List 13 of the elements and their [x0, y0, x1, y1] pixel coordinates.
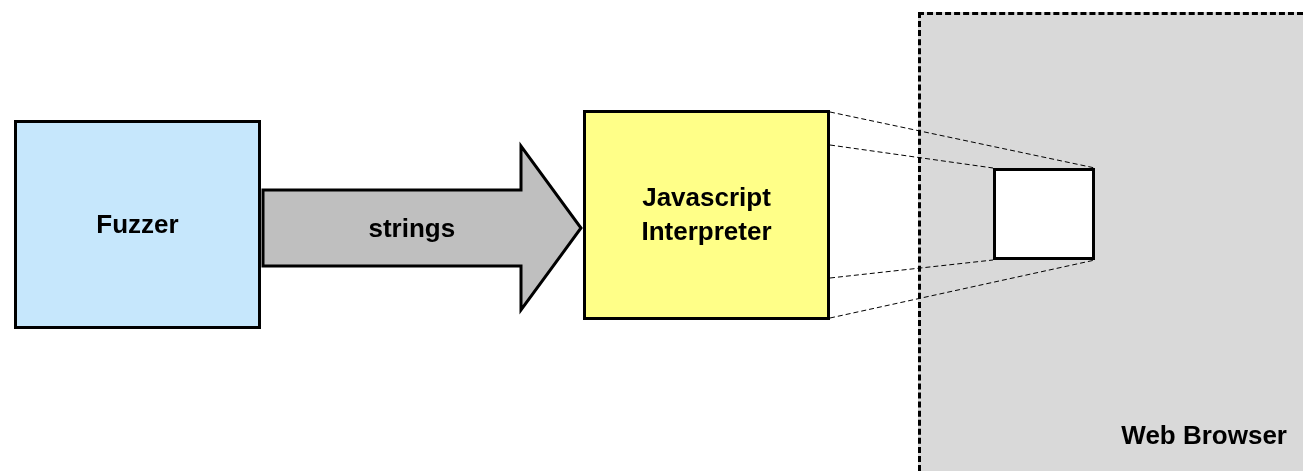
zoom-box: [993, 168, 1095, 260]
projection-line: [829, 259, 994, 279]
process-box: [14, 120, 261, 329]
node-label: Javascript Interpreter: [640, 181, 773, 248]
browser-region: [918, 12, 1303, 471]
projection-line: [829, 259, 1096, 319]
projection-line: [829, 111, 1096, 169]
block-arrow: [261, 141, 583, 315]
projection-line: [829, 144, 994, 169]
edge-label: strings: [368, 212, 456, 244]
node-label: Fuzzer: [96, 207, 179, 241]
node-label: Web Browser: [1121, 419, 1287, 453]
process-box: [583, 110, 830, 320]
